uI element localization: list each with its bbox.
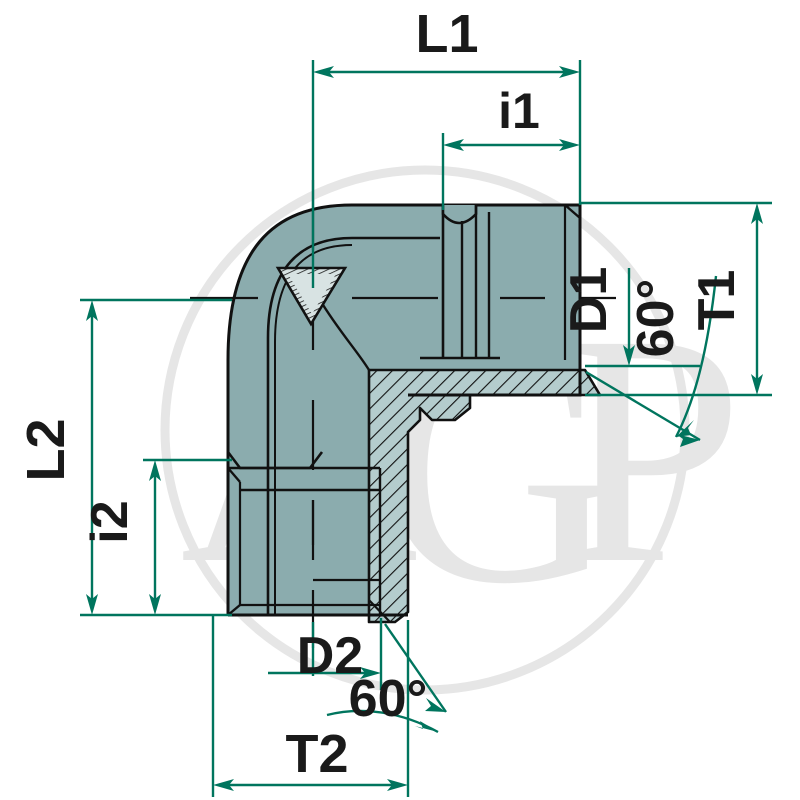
horizontal-port-thread-features — [420, 204, 581, 360]
label-angle-60-upper: 60° — [627, 279, 685, 358]
label-i1: i1 — [498, 83, 540, 139]
dimension-layer — [80, 60, 772, 797]
label-angle-60-lower: 60° — [349, 670, 428, 728]
dim-T1 — [580, 201, 772, 397]
dim-angle-60-lower — [326, 623, 447, 734]
label-L2: L2 — [16, 418, 76, 481]
label-i2: i2 — [81, 500, 139, 543]
dim-D2 — [268, 618, 383, 690]
elbow-inner-radius-line-1 — [266, 236, 353, 615]
label-T2: T2 — [285, 724, 348, 784]
fitting-outline — [226, 203, 582, 615]
label-D2: D2 — [297, 627, 363, 685]
dim-i1 — [441, 133, 580, 210]
label-T1: T1 — [688, 270, 746, 331]
dimension-labels: L1 i1 D1 60° T1 L2 i2 D2 60° T2 — [16, 4, 746, 784]
vertical-port-bottom-chamfer — [368, 599, 391, 623]
label-D1: D1 — [560, 267, 618, 333]
dim-L1 — [311, 60, 582, 288]
internal-bore-wall — [318, 299, 371, 371]
dim-D1 — [585, 268, 700, 368]
watermark-letter-p: P — [560, 267, 744, 632]
dim-L2 — [80, 298, 232, 617]
vertical-port-features — [226, 451, 408, 617]
label-L1: L1 — [415, 4, 478, 64]
dim-i2 — [143, 458, 232, 615]
surface-finish-triangle-icon — [275, 266, 348, 327]
dim-angle-60-upper — [585, 275, 718, 447]
dim-T2 — [211, 615, 410, 797]
